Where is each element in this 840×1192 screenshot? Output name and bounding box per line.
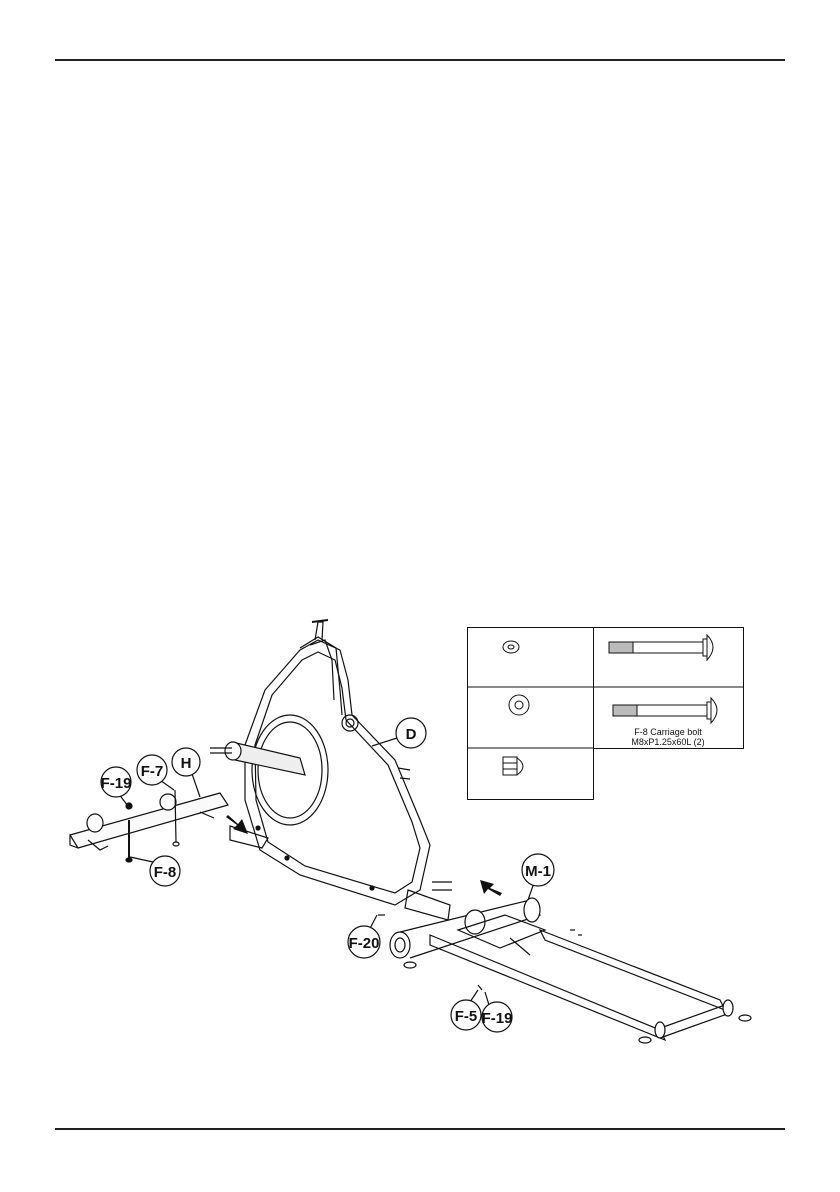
- carriage-bolt-icon-bottom: [613, 698, 717, 723]
- rear-stabilizer-h: [70, 793, 228, 850]
- bolt-caption-line2: M8xP1.25x60L (2): [631, 737, 704, 747]
- callout-d: D: [406, 726, 417, 743]
- callout-m1: M-1: [525, 863, 551, 880]
- bolt-caption-line1: F-8 Carriage bolt: [634, 727, 702, 737]
- callout-h: H: [181, 755, 192, 772]
- callout-f19-right: F-19: [482, 1010, 513, 1027]
- footer-rule: [55, 1128, 785, 1130]
- large-washer-icon: [509, 695, 529, 715]
- callout-f5: F-5: [455, 1008, 478, 1025]
- callout-f8: F-8: [154, 864, 177, 881]
- main-frame-d: [210, 620, 452, 920]
- callout-f20: F-20: [349, 935, 380, 952]
- carriage-bolt-icon-top: [609, 635, 713, 660]
- cap-nut-icon: [503, 757, 523, 775]
- callout-f7: F-7: [141, 763, 164, 780]
- front-stabilizer-m1: [378, 898, 751, 1043]
- callout-f19-left: F-19: [101, 775, 132, 792]
- small-washer-icon: [503, 641, 519, 653]
- hardware-table-left-column: [468, 628, 594, 800]
- hardware-table: F-8 Carriage bolt M8xP1.25x60L (2): [467, 627, 744, 800]
- header-rule: [55, 59, 785, 61]
